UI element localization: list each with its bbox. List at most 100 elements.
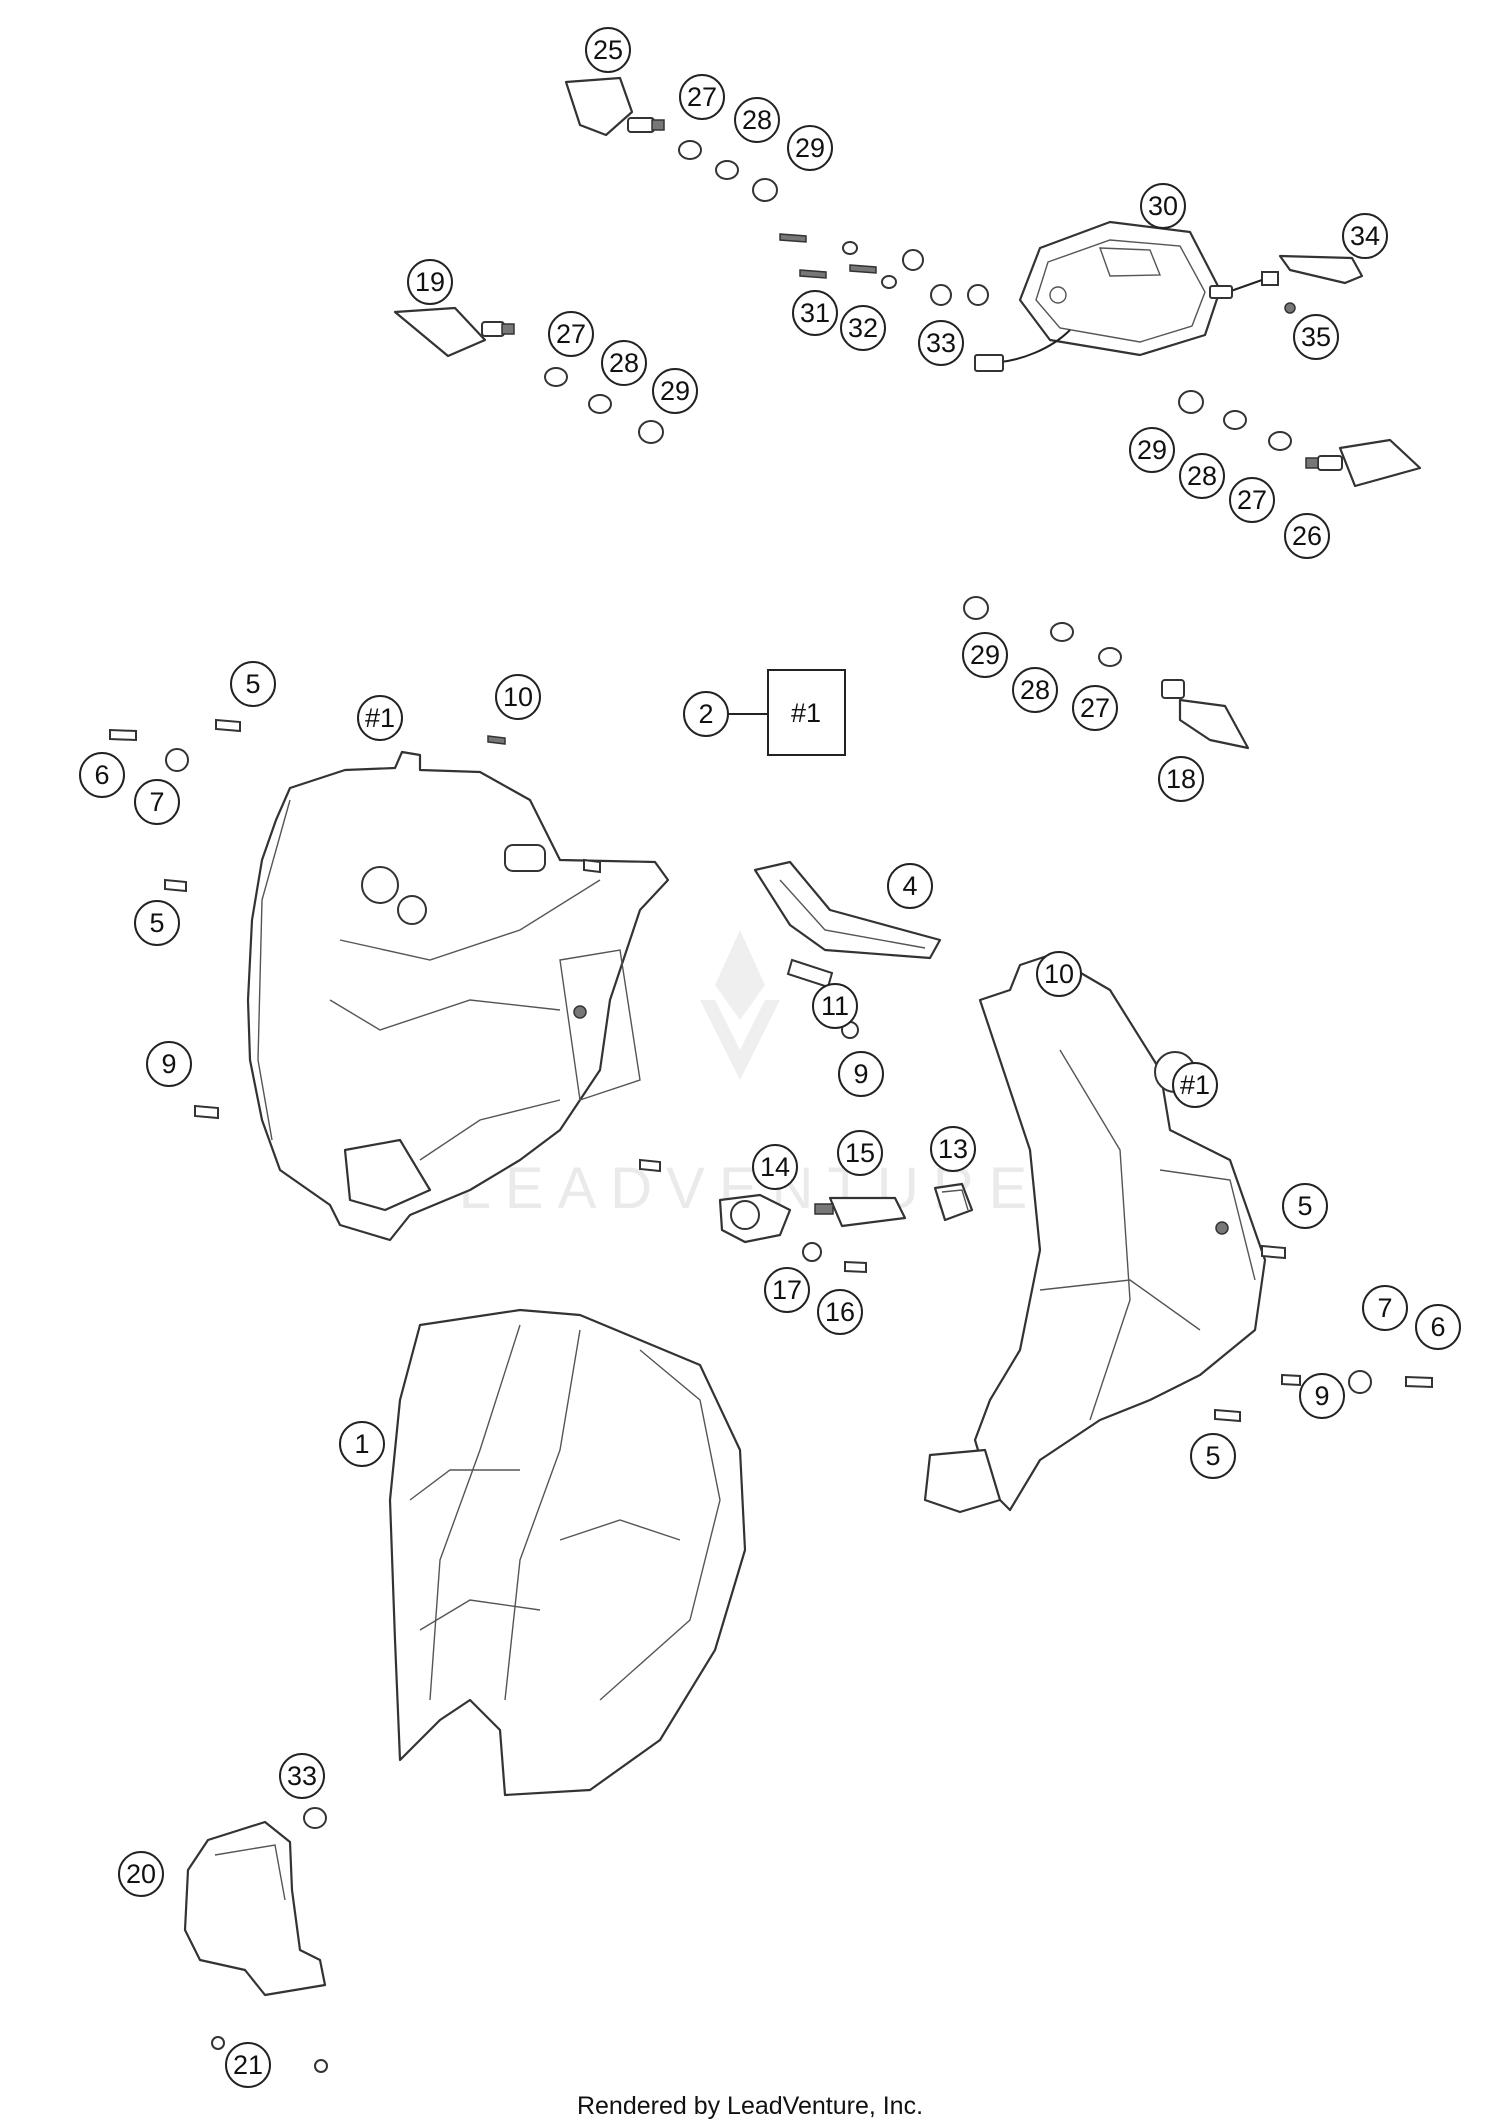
screw-icon xyxy=(779,233,807,243)
nut-icon xyxy=(1223,410,1247,430)
callout-21: 21 xyxy=(225,2042,271,2088)
screw-icon xyxy=(1214,1408,1241,1423)
nut-icon xyxy=(715,160,739,180)
fuel-tank xyxy=(388,1308,747,1797)
callout-27: 27 xyxy=(679,74,725,120)
callout-28: 28 xyxy=(601,340,647,386)
grommet-icon xyxy=(802,1242,822,1262)
screw-icon xyxy=(211,2036,225,2050)
turn-signal-rear-right xyxy=(1305,438,1422,488)
callout-number: 14 xyxy=(760,1152,790,1182)
callout-9: 9 xyxy=(146,1041,192,1087)
clip-icon xyxy=(487,735,506,745)
callout-number: 29 xyxy=(970,640,1000,670)
callout-circle xyxy=(1072,685,1118,731)
callout-circle xyxy=(1036,951,1082,997)
grommet-icon xyxy=(967,284,989,306)
callout-number: 21 xyxy=(233,2050,263,2080)
callout-number: 31 xyxy=(800,298,830,328)
callout-circle xyxy=(134,900,180,946)
grommet-icon xyxy=(303,1807,327,1829)
nut-icon xyxy=(588,394,612,414)
callout-circle xyxy=(1284,513,1330,559)
washer-icon xyxy=(881,275,897,289)
callout-circle xyxy=(1293,314,1339,360)
headlight-assembly xyxy=(974,220,1222,372)
callout-13: 13 xyxy=(930,1126,976,1172)
callout-circle xyxy=(1362,1285,1408,1331)
tank-shroud-left xyxy=(246,750,670,1242)
screw-icon xyxy=(1281,1373,1301,1387)
callout-circle xyxy=(838,1051,884,1097)
screw-icon xyxy=(1405,1375,1433,1389)
callout-number: #1 xyxy=(1180,1070,1210,1100)
washer-icon xyxy=(842,241,858,255)
callout-circle xyxy=(230,661,276,707)
callout-circle xyxy=(495,674,541,720)
turn-signal-rear-left xyxy=(393,306,515,358)
callout-circle xyxy=(79,752,125,798)
callout-number: 29 xyxy=(1137,435,1167,465)
callout-circle xyxy=(1129,427,1175,473)
callout-circle xyxy=(817,1289,863,1335)
washer-icon xyxy=(1098,647,1122,667)
callout-number: 29 xyxy=(795,133,825,163)
callout-number: 7 xyxy=(1377,1293,1392,1323)
callout-5: 5 xyxy=(1190,1433,1236,1479)
callout-number: 28 xyxy=(1187,461,1217,491)
callout-29: 29 xyxy=(962,632,1008,678)
callout-4: 4 xyxy=(887,863,933,909)
grommet-icon xyxy=(930,284,952,306)
screw-icon xyxy=(799,269,827,279)
callout-number: 6 xyxy=(1430,1312,1445,1342)
callout-7: 7 xyxy=(1362,1285,1408,1331)
callout-number: 5 xyxy=(245,669,260,699)
screw-icon xyxy=(164,878,187,893)
callout-ref-1: #1 xyxy=(1172,1062,1218,1108)
grommet-icon xyxy=(165,748,189,772)
callout-number: 27 xyxy=(1237,485,1267,515)
callout-ref-1: #1 xyxy=(791,698,821,728)
callout-number: 34 xyxy=(1350,221,1380,251)
callout-30: 30 xyxy=(1140,183,1186,229)
pin-icon xyxy=(786,958,834,989)
callout-circle xyxy=(812,983,858,1029)
callout-circle xyxy=(764,1267,810,1313)
callout-number: 5 xyxy=(149,908,164,938)
callout-number: 6 xyxy=(94,760,109,790)
turn-signal-front-right xyxy=(1161,679,1250,750)
callout-circle xyxy=(225,2042,271,2088)
washer-icon xyxy=(544,367,568,387)
screw-icon xyxy=(314,2059,328,2073)
callout-number: 35 xyxy=(1301,322,1331,352)
callout-circle xyxy=(887,863,933,909)
callout-circle xyxy=(601,340,647,386)
callout-circle xyxy=(683,691,729,737)
callout-number: #1 xyxy=(365,703,395,733)
callout-7: 7 xyxy=(134,779,180,825)
callout-circle xyxy=(1229,477,1275,523)
callout-circle xyxy=(1415,1304,1461,1350)
callout-19: 19 xyxy=(407,259,453,305)
callout-circle xyxy=(407,259,453,305)
callout-number: 1 xyxy=(354,1429,369,1459)
callout-circle xyxy=(279,1753,325,1799)
callout-33: 33 xyxy=(279,1753,325,1799)
callout-27: 27 xyxy=(1229,477,1275,523)
callout-6: 6 xyxy=(79,752,125,798)
callout-number: 9 xyxy=(853,1059,868,1089)
callout-circle xyxy=(787,125,833,171)
callout-ref-1: #1 xyxy=(357,695,403,741)
screw-icon xyxy=(215,718,241,733)
callout-32: 32 xyxy=(840,305,886,351)
callout-number: 19 xyxy=(415,267,445,297)
callout-number: 9 xyxy=(1314,1381,1329,1411)
callout-circle xyxy=(752,1144,798,1190)
callout-17: 17 xyxy=(764,1267,810,1313)
callout-10: 10 xyxy=(1036,951,1082,997)
callout-number: #1 xyxy=(791,698,821,728)
callout-number: 28 xyxy=(1020,675,1050,705)
washer-icon xyxy=(678,140,702,160)
